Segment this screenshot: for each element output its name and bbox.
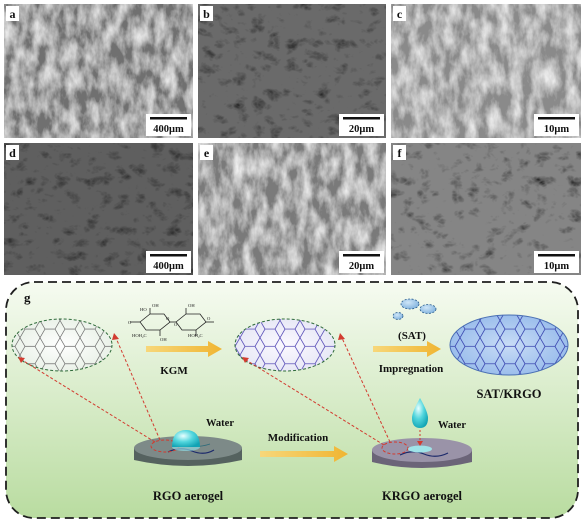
sem-panel-f: f 10μm xyxy=(391,143,581,275)
scale-label-d: 400μm xyxy=(153,261,184,272)
graphene-lattice-gray xyxy=(12,319,112,371)
sem-panel-d: d 400μm xyxy=(4,143,193,275)
scale-bar-e xyxy=(343,254,380,257)
scale-label-e: 20μm xyxy=(349,261,374,272)
molecule-atom-label: O xyxy=(174,322,178,327)
krgo-aerogel-disc xyxy=(372,398,472,468)
molecule-atom-label: HOH₂C xyxy=(132,333,147,338)
impregnation-arrow xyxy=(373,341,441,357)
zoom-connectors-left xyxy=(21,337,161,443)
graphene-lattice-blue xyxy=(450,315,568,375)
panel-letter-e: e xyxy=(204,146,210,160)
krgo-aerogel-label: KRGO aerogel xyxy=(382,489,462,503)
scale-label-f: 10μm xyxy=(544,261,569,272)
rgo-aerogel-label: RGO aerogel xyxy=(153,489,224,503)
scale-bar-c xyxy=(538,117,575,120)
panel-letter-g: g xyxy=(24,290,31,305)
water-label-right: Water xyxy=(438,420,466,431)
water-label-left: Water xyxy=(206,418,234,429)
molecule-atom-label: HOH₂C xyxy=(188,333,203,338)
graphene-lattice-purple xyxy=(235,319,335,371)
molecule-atom-label: OH xyxy=(152,303,159,308)
scale-label-c: 10μm xyxy=(544,124,569,135)
molecule-atom-label: OH xyxy=(160,337,167,342)
scale-bar-d xyxy=(150,254,187,257)
scale-bar-a xyxy=(150,117,187,120)
rgo-aerogel-disc xyxy=(134,430,242,466)
kgm-arrow xyxy=(146,341,222,357)
kgm-molecule xyxy=(130,308,214,336)
sem-panel-e: e 20μm xyxy=(198,143,386,275)
scale-label-a: 400μm xyxy=(153,124,184,135)
sat-krgo-label: SAT/KRGO xyxy=(476,387,541,401)
sat-label: (SAT) xyxy=(398,330,426,342)
sem-panel-a: a 400μm xyxy=(4,4,193,138)
scale-bar-f xyxy=(538,254,575,257)
panel-letter-c: c xyxy=(397,7,403,21)
modification-arrow xyxy=(260,446,348,462)
molecule-atom-label: HO xyxy=(140,307,147,312)
kgm-label: KGM xyxy=(160,365,188,377)
sem-panel-b: b 20μm xyxy=(198,4,386,138)
molecule-atom-label: O xyxy=(207,316,211,321)
panel-letter-f: f xyxy=(398,146,403,160)
molecule-atom-label: O xyxy=(128,320,132,325)
zoom-connectors-right xyxy=(245,337,391,446)
molecule-atom-label: OH xyxy=(188,303,195,308)
impregnation-label: Impregnation xyxy=(379,363,444,375)
modification-label: Modification xyxy=(268,432,329,444)
panel-letter-d: d xyxy=(9,146,16,160)
sat-droplets xyxy=(392,298,437,320)
sem-panel-c: c 10μm xyxy=(391,4,581,138)
scale-bar-b xyxy=(343,117,380,120)
scale-label-b: 20μm xyxy=(349,124,374,135)
molecule-atom-label: O xyxy=(166,316,170,321)
panel-letter-b: b xyxy=(203,7,210,21)
panel-letter-a: a xyxy=(10,7,16,21)
